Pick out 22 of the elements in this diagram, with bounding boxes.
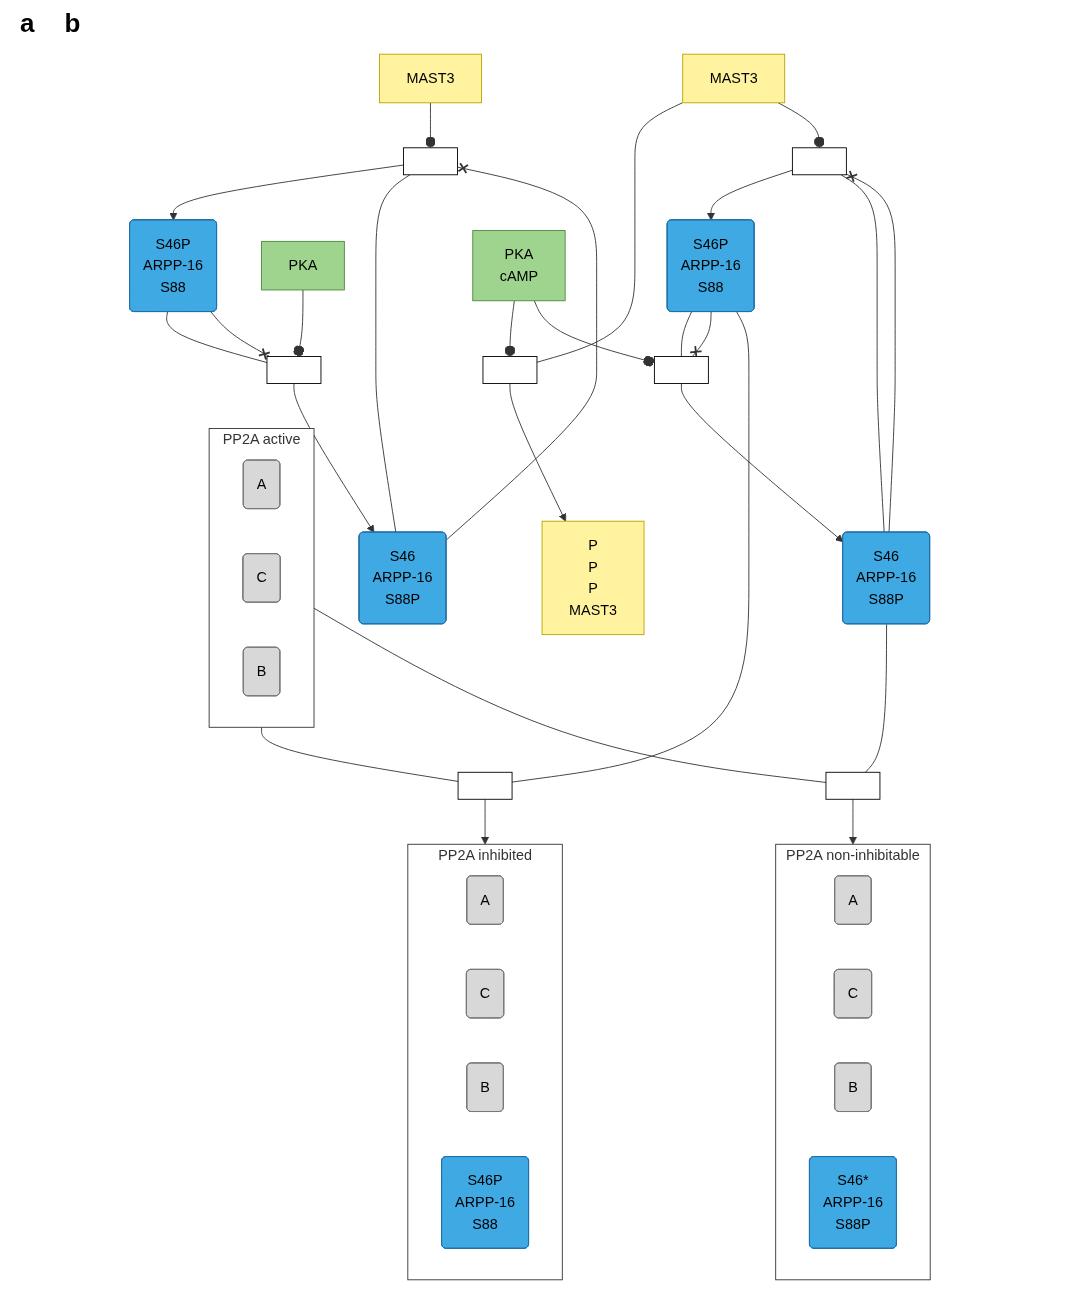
node-box: PKA cAMP (472, 230, 566, 302)
connector (681, 311, 693, 357)
connector (840, 174, 885, 533)
node-box (403, 147, 459, 176)
connector (313, 607, 827, 783)
connector (261, 726, 459, 782)
connector (865, 623, 888, 773)
connector (166, 311, 268, 363)
node-box: MAST3 (682, 53, 786, 104)
connector (375, 174, 411, 533)
connector (536, 102, 684, 363)
node-box (792, 147, 847, 176)
node-box (482, 356, 538, 384)
node-box (654, 356, 709, 384)
panel-letter: b (64, 8, 81, 39)
node-box (825, 771, 881, 800)
panel-letter: a (20, 8, 35, 39)
node-box: P P P MAST3 (541, 520, 645, 636)
node-box (457, 771, 513, 800)
node-box (266, 356, 322, 384)
node-box: PKA (261, 240, 345, 291)
node-box: MAST3 (379, 53, 483, 104)
